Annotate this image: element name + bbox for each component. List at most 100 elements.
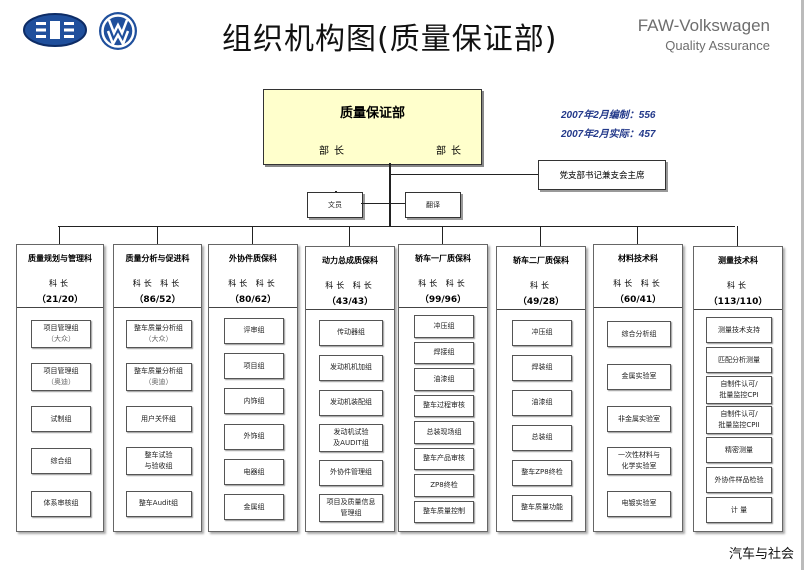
sub-unit-label: 计 量 [730,505,748,514]
department-box: 轿车二厂质保科科长（49/28）冲压组焊装组油漆组总装组整车ZP8终检整车质量功… [496,246,586,532]
sub-unit-label: 整车Audit组 [138,499,179,508]
sub-unit-label: 外饰组 [243,432,265,441]
sub-unit-label: 发动机机加组 [330,363,372,371]
sub-unit-box: 外饰组 [224,423,284,450]
sub-unit-box: 项目管理组（奥迪） [31,362,91,391]
department-count: （43/43） [326,297,374,307]
sub-unit-box: 外协件样品检验 [706,467,772,493]
department-box: 质量分析与促进科科长 科长（86/52）整车质量分析组（大众）整车质量分析组（奥… [113,244,202,532]
department-manager: 科长 科长 [613,279,663,288]
sub-unit-box: 发动机试验及AUDIT组 [319,423,383,452]
department-header: 质量规划与管理科科长（21/20） [17,245,103,308]
department-manager: 科长 科长 [418,279,468,288]
sub-unit-label: 精密测量 [725,445,753,454]
connector-line [390,174,538,175]
department-manager: 科长 [727,281,749,290]
sub-unit-label: 管理组 [340,508,362,517]
department-box: 测量技术科科长（113/110）测量技术支持匹配分析测量自制件认可/批量监控CP… [693,246,783,532]
sub-unit-box: 电镀实验室 [607,490,671,517]
sub-unit-box: ZP8终检 [414,474,474,497]
department-manager: 科长 [49,279,71,288]
sub-unit-label: 项目管理组 [43,366,79,375]
sub-unit-box: 综合分析组 [607,321,671,348]
department-header: 轿车一厂质保科科长 科长（99/96） [399,245,487,308]
sub-unit-box: 发动机装配组 [319,389,383,416]
department-name: 材料技术科 [618,254,658,263]
department-box: 轿车一厂质保科科长 科长（99/96）冲压组焊接组油漆组整车过程审核总装现场组整… [398,244,488,532]
sub-unit-label: 整车质量分析组 [134,324,183,333]
department-manager: 科长 [530,281,552,290]
sub-unit-label: 冲压组 [433,321,455,330]
department-name: 质量分析与促进科 [125,254,190,263]
sub-unit-box: 测量技术支持 [706,317,772,343]
scrollbar-edge [801,0,804,570]
sub-unit-label: 批量监控CPI [719,391,759,399]
sub-unit-label: ZP8终检 [430,480,458,489]
sub-unit-label: 综合组 [50,456,72,465]
sub-unit-label: 外协件样品检验 [714,475,764,484]
sub-unit-label: 总装组 [531,433,553,441]
department-header: 外协件质保科科长 科长（80/62） [209,245,297,308]
department-count: （80/62） [229,295,277,305]
department-name: 质量规划与管理科 [28,254,92,263]
department-box: 外协件质保科科长 科长（80/62）评审组项目组内饰组外饰组电器组金属组 [208,244,298,532]
sub-unit-box: 整车试验与验收组 [125,447,192,476]
sub-unit-box: 项目组 [224,353,284,379]
department-count: （49/28） [517,297,565,307]
connector-line [59,226,60,244]
sub-unit-box: 油漆组 [512,389,572,416]
sub-unit-label: 传动器组 [337,328,365,336]
sub-unit-box: 焊接组 [414,341,474,364]
connector-line [389,211,391,227]
translator-box: 翻译 [405,192,461,218]
sub-unit-label: 项目组 [243,361,265,370]
sub-unit-label: 试制组 [50,414,72,423]
sub-unit-label: 非金属实验室 [618,414,660,423]
connector-line [349,226,350,246]
headcount-stats: 2007年2月编制：556 2007年2月实际：457 [561,106,656,144]
department-header: 动力总成质保科科长 科长（43/43） [306,247,394,310]
sub-unit-box: 整车Audit组 [125,490,192,517]
sub-unit-box: 整车过程审核 [414,394,474,417]
sub-unit-label: 外协件管理组 [330,468,372,476]
brand-line-1: FAW-Volkswagen [637,16,770,35]
connector-line [737,226,738,246]
sub-unit-label: 整车试验 [144,451,173,460]
sub-unit-box: 非金属实验室 [607,406,671,432]
department-box: 材料技术科科长 科长（60/41）综合分析组金属实验室非金属实验室一次性材料与化… [593,244,683,532]
sub-unit-box: 金属组 [224,494,284,521]
sub-unit-label: 整车ZP8终检 [521,468,563,476]
sub-unit-box: 评审组 [224,317,284,344]
sub-unit-box: 自制件认可/批量监控CPI [706,376,772,404]
sub-unit-label: 整车质量分析组 [134,366,183,375]
department-count: （86/52） [134,295,181,305]
sub-unit-label: 油漆组 [433,374,455,383]
brand-text: FAW-Volkswagen Quality Assurance [638,16,770,53]
department-manager: 科长 科长 [228,279,278,288]
sub-unit-box: 项目及质量信息管理组 [319,493,383,522]
sub-unit-label: 整车质量控制 [423,507,465,516]
brand-line-2: Quality Assurance [665,38,770,53]
sub-unit-box: 匹配分析测量 [706,347,772,373]
connector-line [389,163,391,211]
sub-unit-label: 油漆组 [531,398,553,406]
sub-unit-box: 焊装组 [512,354,572,381]
connector-line [361,203,405,204]
sub-unit-label: 综合分析组 [621,329,657,338]
sub-unit-box: 试制组 [31,406,91,432]
sub-unit-box: 整车ZP8终检 [512,459,572,486]
connector-line [637,226,638,244]
sub-unit-label: 整车质量功能 [521,503,563,511]
sub-unit-label: 金属组 [243,502,265,511]
department-count: （60/41） [614,295,662,305]
sub-unit-box: 整车质量分析组（大众） [125,320,192,349]
department-header: 质量分析与促进科科长 科长 （86/52） [114,245,201,308]
sub-unit-label: 一次性材料与 [618,451,660,460]
sub-unit-box: 传动器组 [319,319,383,346]
sub-unit-box: 精密测量 [706,437,772,463]
sub-unit-box: 整车产品审核 [414,447,474,470]
sub-unit-box: 整车质量控制 [414,500,474,523]
department-manager: 科长 科长 [132,279,183,288]
sub-unit-box: 发动机机加组 [319,354,383,381]
sub-unit-box: 综合组 [31,448,91,475]
